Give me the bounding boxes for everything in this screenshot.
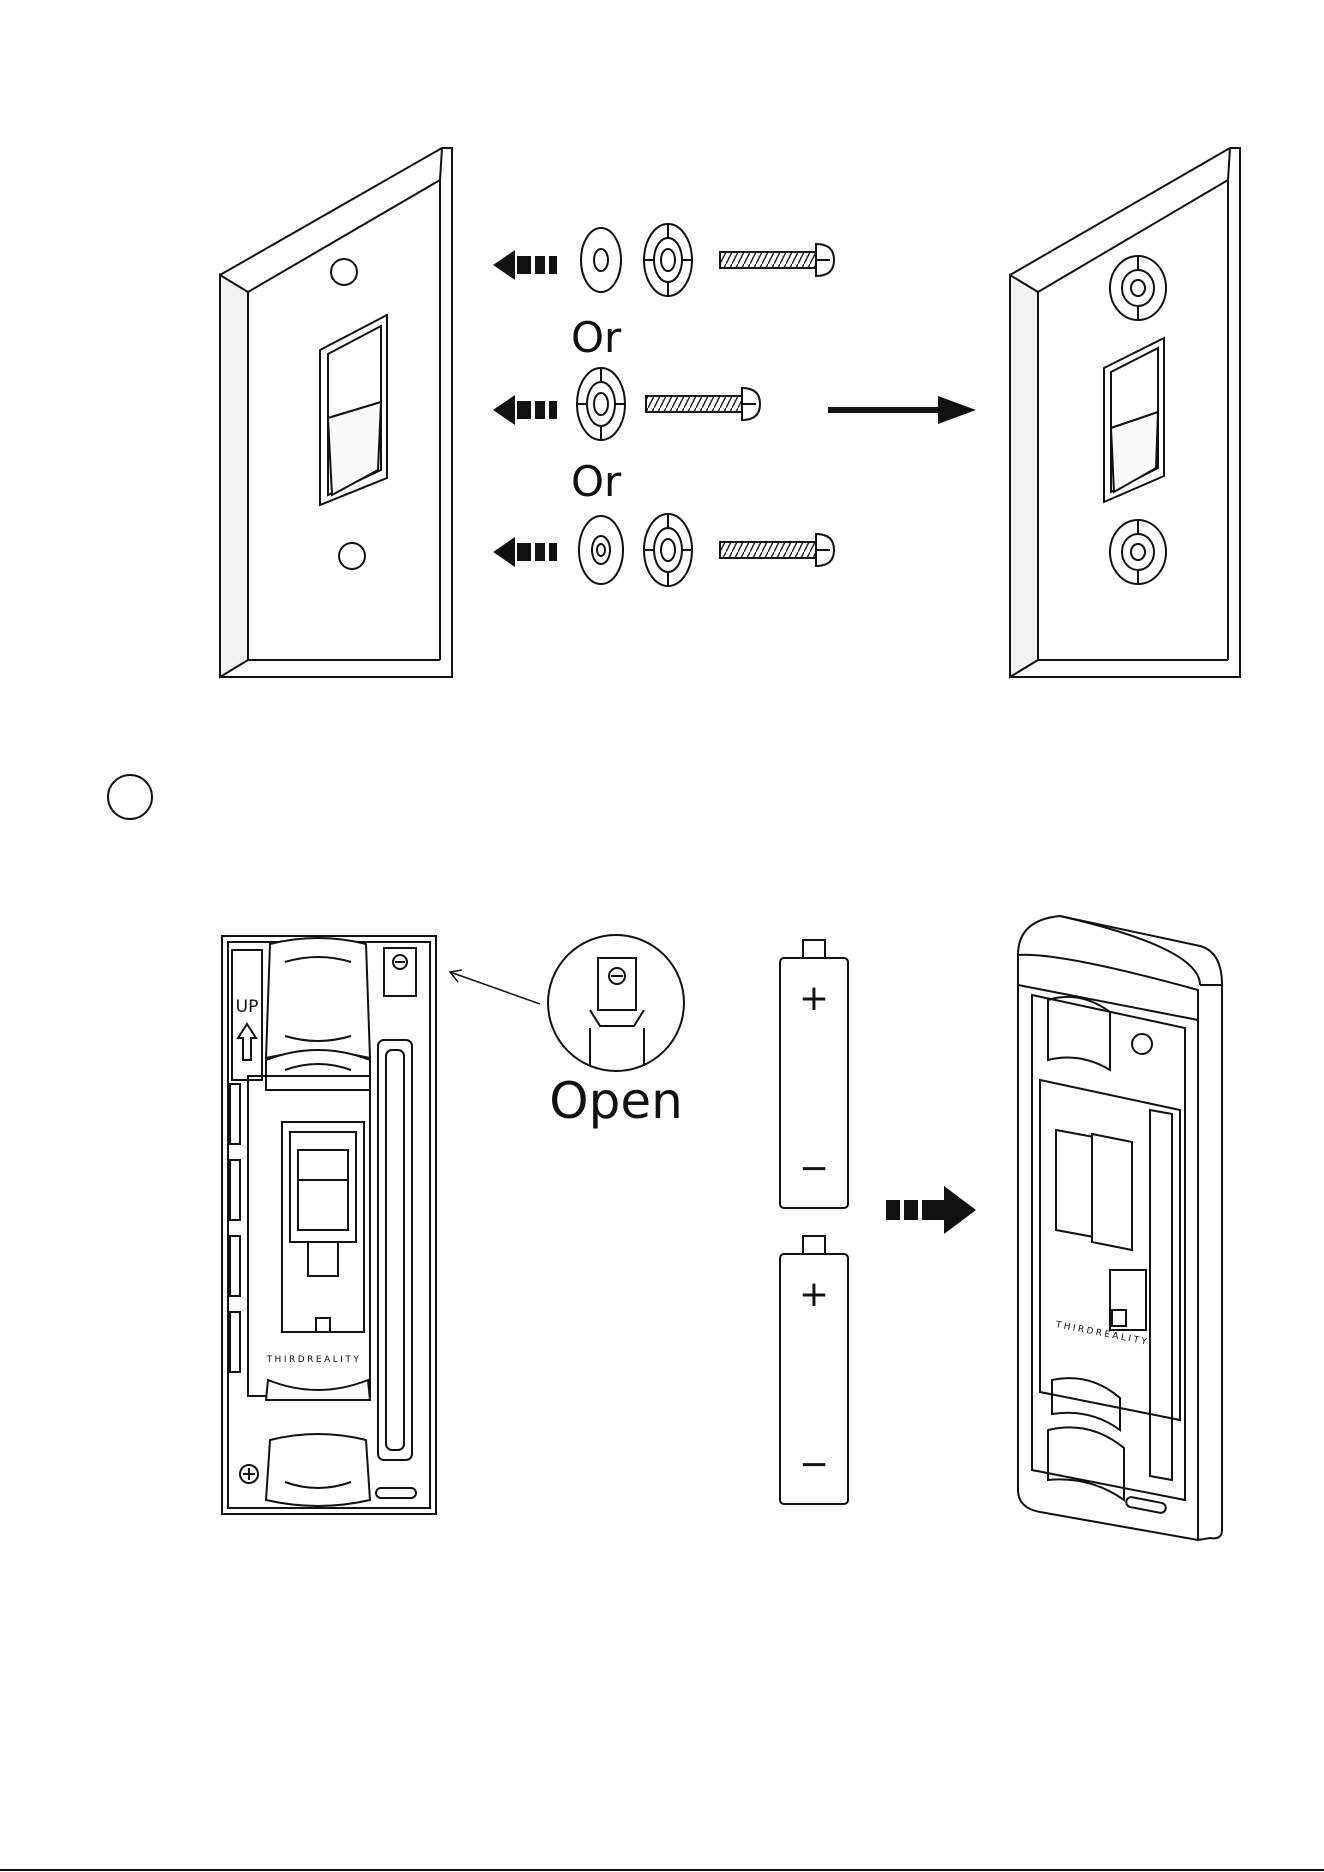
battery-terminal bbox=[803, 940, 825, 958]
mount-clip-top bbox=[266, 938, 370, 1058]
screw-terminal-icon bbox=[384, 948, 416, 996]
screw-icon bbox=[720, 244, 834, 276]
or-separator-1: Or bbox=[571, 313, 622, 362]
result-arrow-icon bbox=[828, 396, 976, 424]
battery-top-negative: − bbox=[799, 1148, 829, 1189]
wall-anchor-icon bbox=[577, 368, 625, 440]
up-label: UP bbox=[236, 997, 259, 1017]
insert-arrow-icon bbox=[493, 395, 557, 425]
wall-plate-before bbox=[220, 148, 452, 677]
thick-washer-icon bbox=[579, 516, 623, 584]
callout-label: Open bbox=[549, 1072, 683, 1130]
battery-bottom-negative: − bbox=[799, 1444, 829, 1485]
wall-plate-after bbox=[1010, 148, 1240, 677]
mount-clip-bottom bbox=[266, 1380, 370, 1506]
washer-icon bbox=[581, 228, 621, 292]
callout-detail bbox=[548, 935, 684, 1071]
bottom-screw-icon bbox=[240, 1465, 258, 1483]
step2-section: UP THIRDREALITY bbox=[108, 775, 1222, 1540]
battery-bottom-positive: + bbox=[799, 1274, 829, 1315]
insert-arrow-icon bbox=[493, 537, 557, 567]
step-number-badge bbox=[108, 775, 152, 819]
plate-screw-hole-top bbox=[331, 259, 357, 285]
step1-section: Or Or bbox=[220, 148, 1240, 677]
or-separator-2: Or bbox=[571, 457, 622, 506]
screw-icon bbox=[720, 534, 834, 566]
mounting-back-plate: UP THIRDREALITY bbox=[222, 936, 436, 1514]
battery-terminal bbox=[803, 1236, 825, 1254]
callout-pointer bbox=[450, 970, 540, 1004]
wall-anchor-icon bbox=[644, 514, 692, 586]
device-housing: THIRDREALITY bbox=[1018, 916, 1222, 1540]
mount-clip-middle bbox=[266, 1050, 370, 1090]
battery-top-positive: + bbox=[799, 978, 829, 1019]
hardware-option-2 bbox=[493, 368, 760, 440]
screw-icon bbox=[646, 388, 760, 420]
insert-arrow-icon bbox=[886, 1186, 976, 1234]
toggle-switch bbox=[1104, 338, 1164, 502]
latch-mechanism bbox=[282, 1122, 364, 1332]
insert-arrow-icon bbox=[493, 250, 557, 280]
hardware-option-1 bbox=[493, 224, 834, 296]
plate-screw-hole-bottom bbox=[339, 543, 365, 569]
bottom-slot bbox=[376, 1488, 416, 1498]
hardware-option-3 bbox=[493, 514, 834, 586]
battery-top: + − bbox=[780, 940, 848, 1208]
side-rail bbox=[378, 1040, 412, 1460]
battery-bottom: + − bbox=[780, 1236, 848, 1504]
brand-label-left: THIRDREALITY bbox=[266, 1355, 362, 1365]
installed-anchor-bottom bbox=[1110, 520, 1166, 584]
installed-anchor-top bbox=[1110, 256, 1166, 320]
wall-anchor-icon bbox=[644, 224, 692, 296]
